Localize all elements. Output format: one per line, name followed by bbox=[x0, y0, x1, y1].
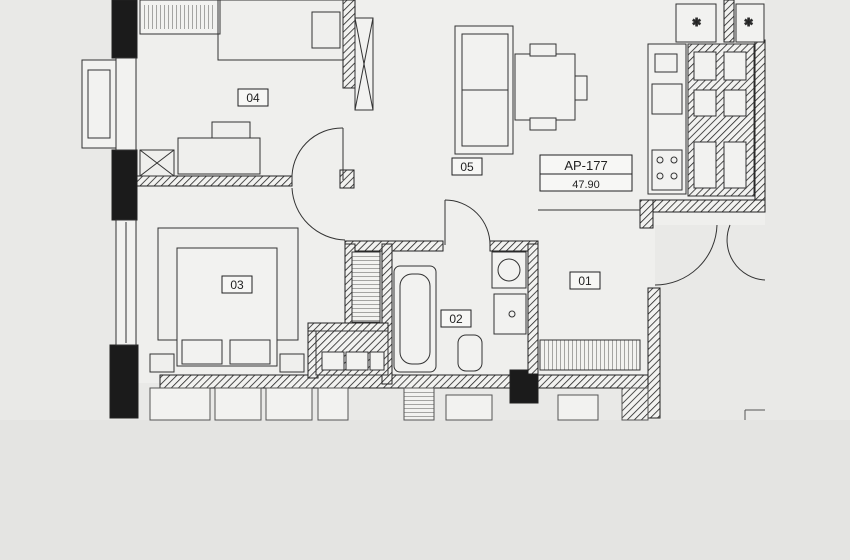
bathtub bbox=[393, 265, 437, 373]
cabinet-04 bbox=[139, 149, 175, 177]
left-wall-top bbox=[111, 0, 138, 59]
wc bbox=[457, 334, 483, 372]
wall-below-04-end bbox=[339, 169, 355, 189]
room-labels: 04 05 03 02 01 bbox=[221, 88, 601, 328]
door-arc-03 bbox=[291, 187, 346, 241]
svg-text:✱: ✱ bbox=[744, 17, 753, 29]
kitchen: ✱ ✱ bbox=[647, 3, 765, 197]
bed-04 bbox=[217, 0, 344, 61]
bath-left-wall bbox=[381, 243, 393, 385]
room-label-01: 01 bbox=[569, 271, 601, 290]
washing-machine bbox=[491, 251, 527, 289]
right-wall-lower bbox=[647, 287, 661, 419]
top-right-post bbox=[723, 0, 735, 43]
bottom-wall-right bbox=[537, 374, 649, 389]
apartment-code: AP-177 bbox=[564, 158, 607, 173]
bed-03 bbox=[176, 247, 278, 367]
entry-door-arc-left bbox=[654, 224, 718, 286]
room-number-05: 05 bbox=[460, 160, 474, 174]
sink bbox=[651, 83, 683, 115]
room-05-furniture bbox=[291, 25, 588, 246]
hall-left-wall bbox=[527, 243, 539, 375]
entry-wall-end bbox=[639, 199, 654, 229]
fridge bbox=[675, 3, 717, 43]
room-number-02: 02 bbox=[449, 312, 463, 326]
bathroom-02 bbox=[393, 251, 527, 373]
bottom-column bbox=[509, 369, 539, 404]
room-label-05: 05 bbox=[451, 157, 483, 176]
left-wall-bottom bbox=[109, 344, 139, 419]
svg-text:✱: ✱ bbox=[692, 17, 701, 29]
bottom-wall bbox=[159, 374, 511, 389]
wall-above-bath bbox=[344, 240, 444, 252]
door-arc-bath bbox=[444, 199, 491, 246]
entry-door-arc-right bbox=[726, 224, 766, 281]
adjacent-unit bbox=[149, 387, 765, 421]
room-number-04: 04 bbox=[246, 91, 260, 105]
room-label-04: 04 bbox=[237, 88, 269, 107]
wall-below-04 bbox=[136, 175, 293, 187]
dining-table bbox=[514, 53, 576, 121]
radiator-room-03 bbox=[539, 339, 641, 371]
walls bbox=[109, 0, 766, 419]
room-label-03: 03 bbox=[221, 275, 253, 294]
entry-wall bbox=[639, 199, 766, 213]
hall-01-doors bbox=[538, 209, 766, 286]
room-number-01: 01 bbox=[578, 274, 592, 288]
wardrobe-top-wall bbox=[307, 322, 389, 332]
room-04-furniture bbox=[139, 0, 374, 181]
radiator-top bbox=[351, 251, 381, 323]
windows bbox=[81, 0, 641, 371]
kitchen-right-wall bbox=[754, 39, 766, 201]
paper-bottom bbox=[0, 420, 850, 560]
room-03-furniture bbox=[149, 227, 389, 376]
window-left-upper bbox=[115, 57, 137, 151]
room-number-03: 03 bbox=[230, 278, 244, 292]
adjacent-basin bbox=[445, 394, 493, 421]
apartment-area: 47.90 bbox=[572, 179, 600, 191]
apartment-tag: AP-177 47.90 bbox=[539, 154, 633, 192]
left-wall-mid bbox=[111, 149, 138, 221]
wash-basin bbox=[493, 293, 527, 335]
door-arc-04 bbox=[291, 127, 344, 181]
chair-04 bbox=[211, 121, 251, 139]
room-label-02: 02 bbox=[440, 309, 472, 328]
partition-04-05 bbox=[342, 0, 356, 89]
hob bbox=[651, 149, 683, 191]
